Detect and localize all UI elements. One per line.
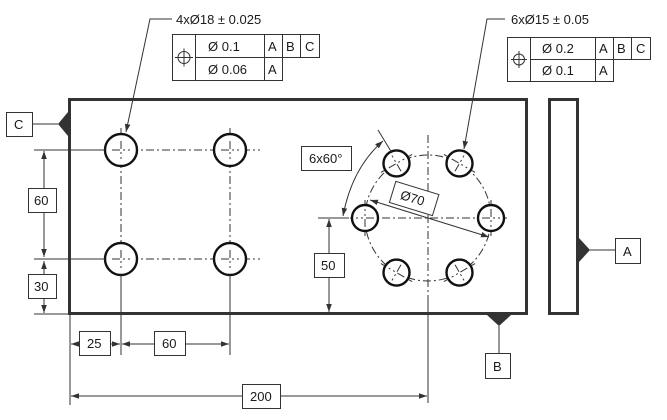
datum-b-label: B bbox=[493, 359, 502, 374]
hole-pattern-4 bbox=[103, 132, 248, 277]
datum-ref: C bbox=[305, 39, 314, 54]
callout-4-hole-note: 4xØ18 ± 0.025 bbox=[176, 12, 261, 27]
dimension-vertical-50: 50 bbox=[314, 217, 349, 312]
datum-ref: C bbox=[636, 41, 645, 56]
dimension-vertical-30: 30 bbox=[28, 261, 69, 315]
plate-front-view bbox=[68, 98, 528, 315]
hole bbox=[103, 132, 139, 168]
tolerance-value: Ø 0.1 bbox=[542, 63, 574, 78]
dimension-value: 50 bbox=[321, 258, 335, 273]
datum-ref: A bbox=[599, 63, 608, 78]
hole bbox=[103, 241, 139, 277]
position-icon bbox=[511, 51, 527, 68]
hole bbox=[350, 200, 380, 236]
dimension-value: 200 bbox=[250, 389, 272, 404]
dimension-angular-spacing: 6x60° bbox=[301, 129, 393, 217]
leader-4-hole-callout bbox=[124, 18, 172, 133]
datum-ref: A bbox=[268, 39, 277, 54]
datum-ref: B bbox=[286, 39, 295, 54]
hole bbox=[212, 132, 248, 168]
datum-a-feature: A bbox=[579, 238, 641, 264]
datum-c-label: C bbox=[14, 117, 23, 132]
datum-b-feature: B bbox=[485, 315, 511, 379]
dimension-value: Ø70 bbox=[399, 187, 427, 209]
hole bbox=[212, 241, 248, 277]
dimension-value: 60 bbox=[34, 193, 48, 208]
hole bbox=[380, 258, 413, 287]
datum-ref: A bbox=[268, 62, 277, 77]
datum-ref: A bbox=[599, 41, 608, 56]
bolt-circle-pattern bbox=[318, 135, 510, 400]
plate-side-view bbox=[548, 98, 579, 315]
leader-6-hole-callout bbox=[462, 18, 505, 150]
hole bbox=[380, 149, 413, 178]
position-icon bbox=[175, 48, 193, 67]
dimension-horizontal-200: 200 bbox=[71, 300, 429, 409]
tolerance-value: Ø 0.06 bbox=[208, 62, 247, 77]
dimension-value: 30 bbox=[34, 279, 48, 294]
callout-4-hole: 4xØ18 ± 0.025 Ø 0.1 A B C Ø 0.06 A bbox=[172, 12, 320, 81]
tolerance-value: Ø 0.1 bbox=[208, 39, 240, 54]
tolerance-value: Ø 0.2 bbox=[542, 41, 574, 56]
hole bbox=[443, 149, 476, 178]
dimension-value: 6x60° bbox=[309, 151, 342, 166]
datum-ref: B bbox=[617, 41, 626, 56]
dimension-horizontal-60: 60 bbox=[122, 275, 231, 356]
dimension-bolt-circle-diameter: Ø70 bbox=[369, 180, 490, 238]
dimension-vertical-60: 60 bbox=[28, 149, 105, 260]
dimension-horizontal-25: 25 bbox=[69, 275, 122, 405]
dimension-value: 25 bbox=[87, 336, 101, 351]
callout-6-hole: 6xØ15 ± 0.05 Ø 0.2 A B C Ø 0.1 A bbox=[507, 12, 651, 82]
dimension-value: 60 bbox=[162, 336, 176, 351]
hole bbox=[443, 258, 476, 287]
datum-c-feature: C bbox=[6, 112, 68, 137]
callout-6-hole-note: 6xØ15 ± 0.05 bbox=[511, 12, 589, 27]
hole bbox=[476, 200, 506, 236]
datum-a-label: A bbox=[623, 244, 632, 259]
